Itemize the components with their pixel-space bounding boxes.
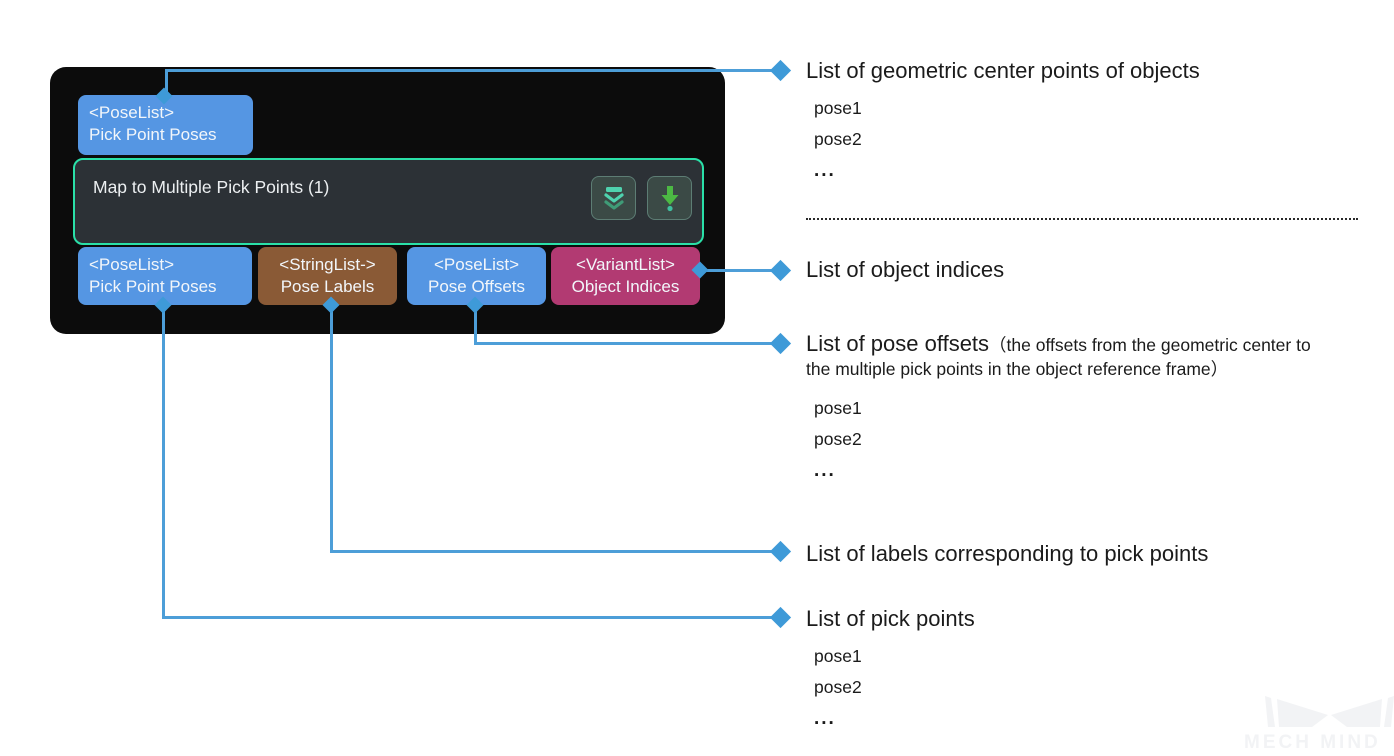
pose-list-item: pose2 [814, 677, 862, 697]
connector-line [162, 306, 165, 618]
connector-line [474, 342, 772, 345]
node-title-bar[interactable]: Map to Multiple Pick Points (1) [73, 158, 704, 245]
top-port-pick-point-poses[interactable]: <PoseList> Pick Point Poses [78, 95, 253, 155]
connector-diamond [769, 540, 792, 562]
port-name-label: Pick Point Poses [89, 277, 217, 296]
pose-list-item: pose2 [814, 429, 862, 449]
annotation-object-indices: List of object indices [806, 256, 1004, 284]
connector-diamond [769, 59, 792, 82]
port-type-label: <PoseList> [89, 255, 175, 274]
collapse-button[interactable] [591, 176, 636, 220]
port-name-label: Pick Point Poses [89, 125, 217, 144]
connector-line [330, 306, 333, 552]
double-chevron-down-icon [603, 187, 624, 210]
node-title: Map to Multiple Pick Points (1) [93, 177, 330, 197]
pose-list: pose1 pose2 ... [806, 641, 975, 734]
pose-list-item: pose1 [814, 98, 862, 118]
annotation-title: List of object indices [806, 257, 1005, 282]
annotation-paragraph: List of pose offsets（the offsets from th… [806, 330, 1330, 381]
port-name-label: Pose Offsets [427, 277, 525, 296]
pose-list-item: pose1 [814, 646, 862, 666]
port-type-label: <PoseList> [433, 255, 520, 274]
connector-line [165, 69, 772, 72]
port-type-label: <VariantList> [576, 255, 675, 274]
run-to-here-button[interactable] [647, 176, 692, 220]
port-type-label: <StringList-> [279, 255, 376, 274]
pose-list: pose1 pose2 ... [806, 93, 1200, 186]
port-name-label: Pose Labels [280, 277, 375, 296]
pose-list-ellipsis: ... [814, 460, 836, 481]
bottom-port-pose-labels[interactable]: <StringList-> Pose Labels [258, 247, 397, 305]
connector-diamond [769, 332, 792, 354]
port-type-label: <PoseList> [89, 103, 175, 122]
mech-mind-watermark: MECH MIND [1240, 680, 1394, 756]
connector-line [699, 269, 772, 272]
pose-list-item: pose2 [814, 129, 862, 149]
annotation-title: List of pose offsets [806, 331, 990, 356]
connector-line [330, 550, 772, 553]
port-name-label: Object Indices [571, 277, 680, 296]
connector-diamond [769, 259, 792, 281]
bottom-port-pose-offsets[interactable]: <PoseList> Pose Offsets [407, 247, 546, 305]
annotation-pose-offsets: List of pose offsets（the offsets from th… [806, 330, 1330, 486]
pose-list: pose1 pose2 ... [806, 393, 1330, 486]
down-arrow-icon [661, 186, 678, 212]
bottom-port-object-indices[interactable]: <VariantList> Object Indices [551, 247, 700, 305]
annotation-geometric-centers: List of geometric center points of objec… [806, 57, 1200, 186]
annotation-labels: List of labels corresponding to pick poi… [806, 540, 1208, 568]
annotation-title: List of geometric center points of objec… [806, 58, 1200, 83]
annotation-title: List of pick points [806, 606, 975, 631]
bottom-port-pick-point-poses[interactable]: <PoseList> Pick Point Poses [78, 247, 252, 305]
annotation-pick-points: List of pick points pose1 pose2 ... [806, 605, 975, 734]
connector-line [165, 69, 168, 97]
connector-line [474, 306, 477, 344]
connector-diamond [769, 606, 792, 628]
dotted-separator [806, 218, 1358, 220]
annotation-title: List of labels corresponding to pick poi… [806, 541, 1209, 566]
pose-list-ellipsis: ... [814, 160, 836, 181]
annotation-detail: （the offsets from the geometric center t… [806, 335, 1311, 379]
mech-mind-wordmark: MECH MIND [1244, 732, 1381, 753]
connector-line [162, 616, 772, 619]
pose-list-ellipsis: ... [814, 708, 836, 729]
mech-mind-logo-icon [1265, 696, 1394, 727]
pose-list-item: pose1 [814, 398, 862, 418]
